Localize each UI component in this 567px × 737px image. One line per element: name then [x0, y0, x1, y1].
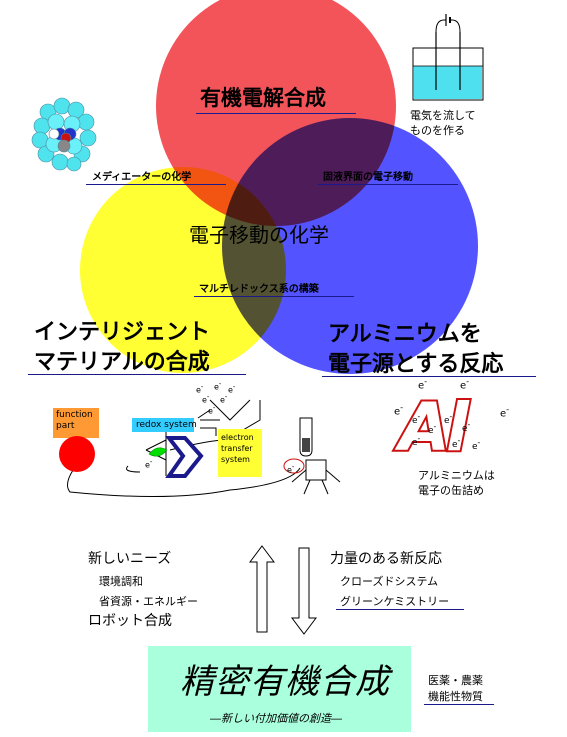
venn-top-underline	[196, 113, 356, 114]
down-arrow-icon	[291, 547, 317, 635]
al-electron-5: e-	[412, 412, 421, 426]
al-electron-9: e-	[412, 434, 421, 448]
reactions-item-1: クローズドシステム	[340, 575, 439, 588]
electrolysis-caption-line2: ものを作る	[410, 124, 465, 137]
reactions-item-2: グリーンケミストリー	[340, 595, 450, 608]
green-leaf-icon	[148, 447, 168, 457]
molecule-icon	[31, 97, 97, 172]
al-electron-4: e-	[500, 404, 510, 420]
overlap-bottom-underline	[194, 296, 354, 297]
overlap-top-right-underline	[318, 184, 458, 185]
venn-overlap-top-left: メディエーターの化学	[92, 172, 192, 183]
function-part-box: function part	[53, 408, 99, 438]
up-arrow-icon	[249, 545, 275, 633]
redox-clamp-icon	[164, 436, 204, 478]
venn-top-label: 有機電解合成	[200, 86, 326, 110]
synthesis-title: 精密有機合成	[180, 662, 390, 702]
needs-title: 新しいニーズ	[88, 551, 172, 567]
venn-circle-blue	[222, 118, 478, 374]
needs-item-2: 省資源・エネルギー	[99, 595, 198, 608]
left-label-underline	[28, 374, 246, 375]
funnel-electron-4: e-	[202, 393, 210, 405]
electrolysis-cell-icon	[412, 14, 484, 101]
aluminum-caption-line1: アルミニウムは	[418, 469, 495, 482]
venn-overlap-top-right: 固液界面の電子移動	[323, 172, 413, 183]
electron-transfer-line3: system	[221, 455, 250, 464]
electrolysis-caption-line1: 電気を流して	[410, 109, 476, 122]
aluminum-caption-line2: 電子の缶詰め	[418, 484, 484, 497]
al-electron-10: e-	[452, 436, 461, 450]
venn-center-label: 電子移動の化学	[189, 223, 329, 247]
al-electron-2: e-	[460, 376, 470, 392]
venn-left-label-line2: マテリアルの合成	[34, 350, 210, 375]
needs-item-1: 環境調和	[99, 575, 143, 588]
redox-electron: e-	[145, 458, 153, 470]
al-electron-1: e-	[418, 376, 428, 392]
reactions-title: 力量のある新反応	[330, 551, 442, 567]
molecular-machine-illustration	[67, 399, 341, 498]
needs-footer: ロボット合成	[88, 613, 172, 629]
reactions-underline	[336, 609, 464, 610]
funnel-electron-6: e-	[208, 404, 216, 416]
venn-overlap-bottom: マルチレドックス系の構築	[199, 284, 319, 295]
right-label-underline	[322, 376, 536, 377]
synthesis-box	[148, 646, 411, 732]
redox-system-box: redox system	[132, 418, 197, 432]
aluminum-symbol: Al	[392, 387, 476, 468]
overlap-top-left-underline	[86, 184, 226, 185]
electron-transfer-line2: transfer	[221, 444, 253, 453]
synthesis-side-underline	[424, 704, 494, 705]
venn-left-label-line1: インテリジェント	[34, 320, 211, 345]
synthesis-side-line1: 医薬・農薬	[428, 674, 483, 687]
funnel-electron-2: e-	[214, 380, 222, 392]
electron-transfer-line1: electron	[221, 433, 254, 442]
synthesis-side-line2: 機能性物質	[428, 690, 483, 703]
funnel-electron-1: e-	[196, 383, 204, 395]
robot-electron: e-	[287, 463, 295, 475]
al-electron-11: e-	[472, 438, 481, 452]
function-part-line1: function	[56, 410, 93, 420]
funnel-electron-3: e-	[228, 383, 236, 395]
function-part-sphere	[59, 436, 95, 472]
al-electron-8: e-	[462, 420, 471, 434]
venn-right-label-line2: 電子源とする反応	[328, 352, 504, 377]
aluminum-symbol-text: Al	[394, 389, 470, 466]
al-electron-7: e-	[444, 412, 453, 426]
synthesis-subtitle: ―新しい付加価値の創造―	[210, 712, 342, 725]
venn-diagram	[80, 0, 478, 374]
function-part-line2: part	[56, 421, 75, 431]
al-electron-6: e-	[428, 422, 437, 436]
electron-transfer-box: electron transfer system	[218, 429, 262, 477]
venn-right-label-line1: アルミニウムを	[328, 322, 482, 347]
funnel-electron-5: e-	[220, 393, 228, 405]
al-electron-3: e-	[394, 402, 404, 418]
